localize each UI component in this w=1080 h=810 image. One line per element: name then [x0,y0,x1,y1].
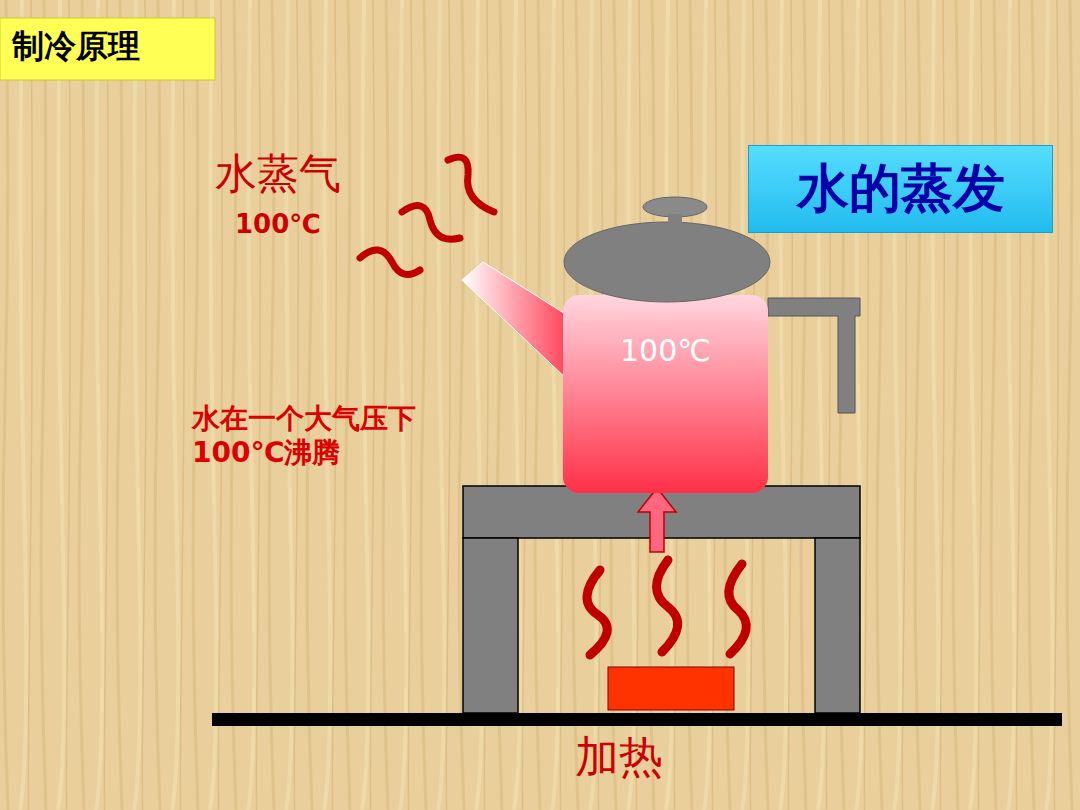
kettle-lid [564,222,770,302]
knob-stem [668,214,682,224]
title-box [0,18,215,80]
steam-waves [360,157,494,274]
title-text: 制冷原理 [12,28,140,65]
note-text: 水在一个大气压下 100℃沸腾 [192,402,462,469]
flames [587,560,746,655]
kettle-body [563,295,768,493]
burner [608,667,734,710]
title-box: 水的蒸发 [748,145,1053,233]
steam-label: 水蒸气 [215,150,341,198]
heat-label: 加热 [575,732,663,783]
heat-arrow [638,488,676,552]
temperature-label: 100℃ [235,210,321,240]
ground-line [212,713,1062,726]
kettle-spout [462,262,578,382]
stove [463,486,860,713]
temperature-label: 100℃ [620,334,711,369]
node-text: 水的蒸发 [797,154,1005,224]
kettle-handle [768,298,860,413]
